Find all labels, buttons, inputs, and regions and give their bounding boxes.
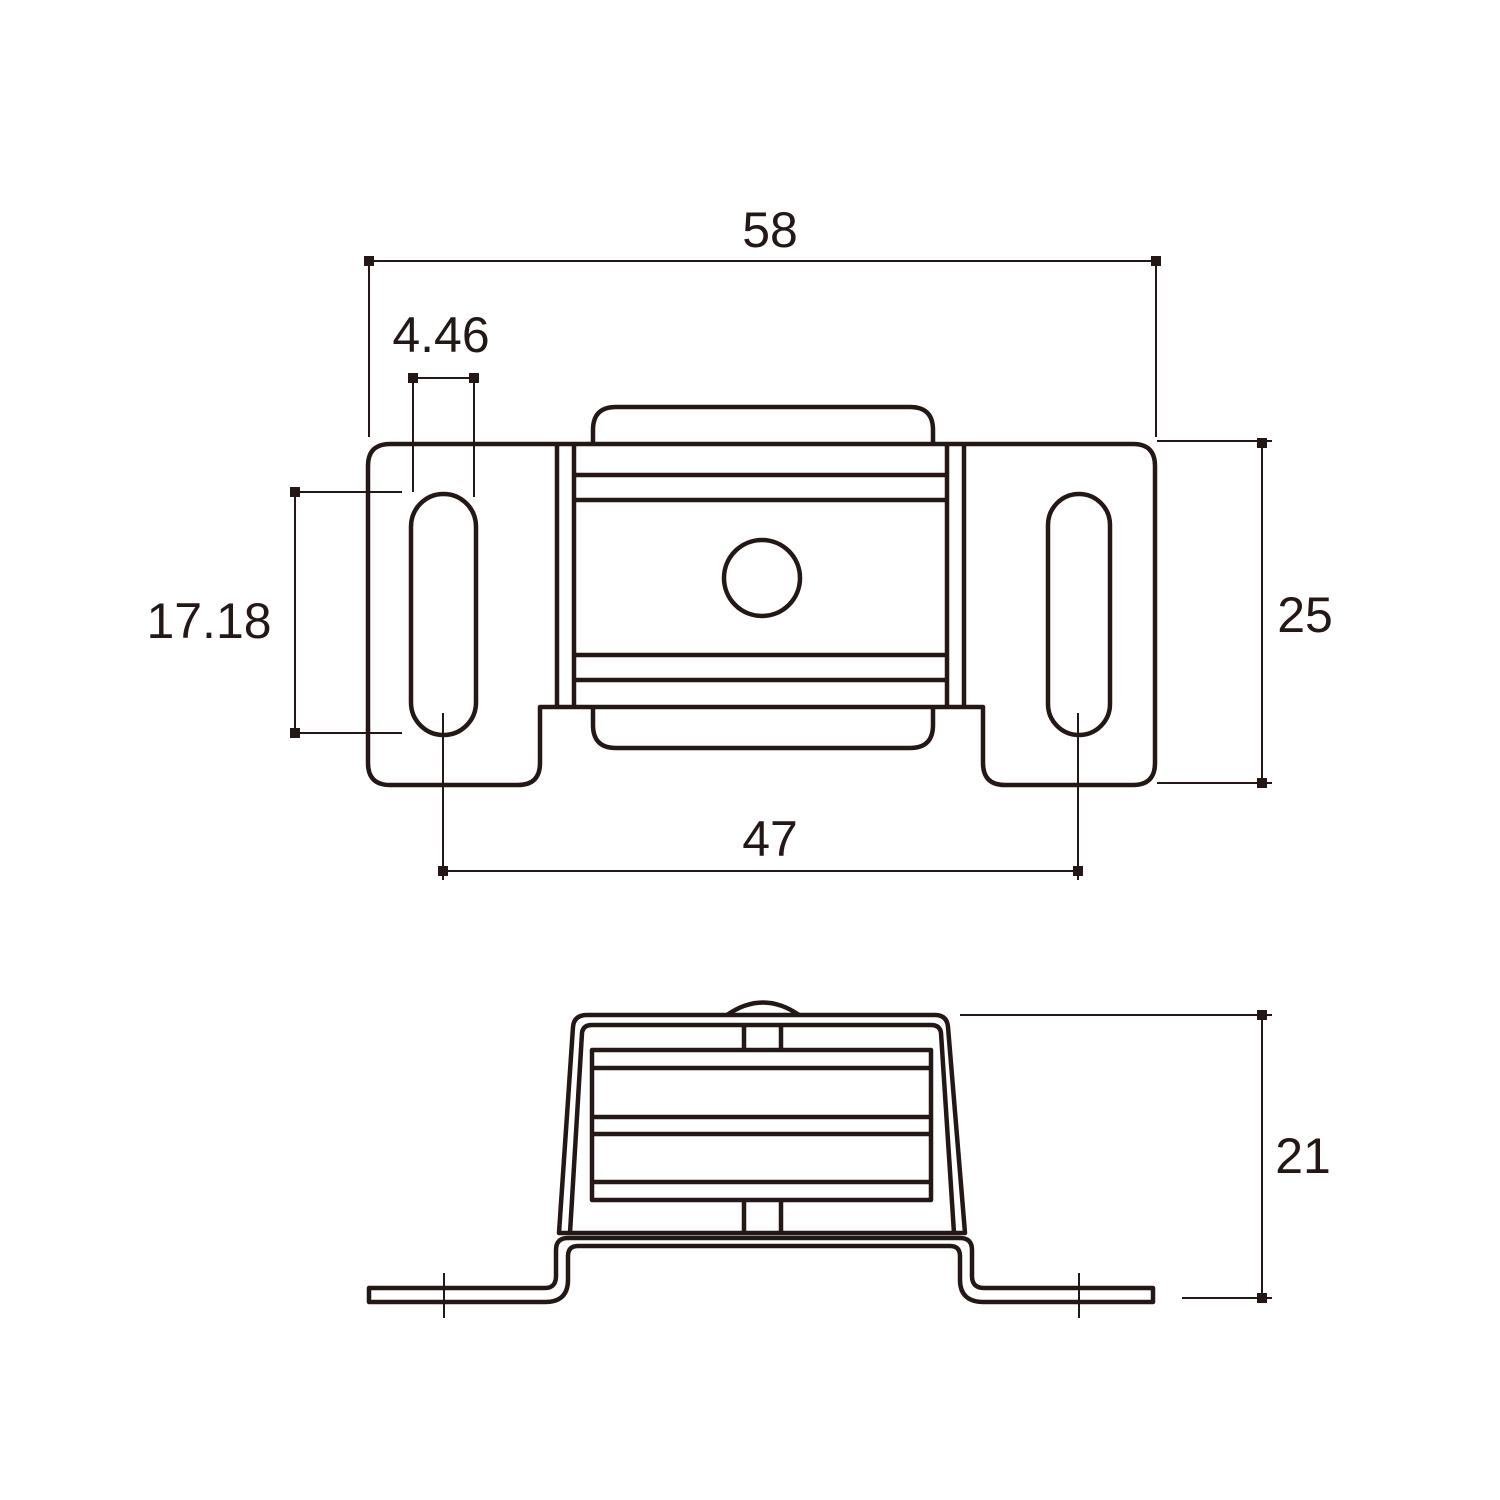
- mounting-plate-outline: [365, 441, 1158, 788]
- dimension-overall-width: 25: [1157, 438, 1333, 788]
- dimension-label-58: 58: [742, 202, 798, 258]
- dimension-slot-length: 17.18: [146, 487, 402, 738]
- mounting-slot-left: [408, 491, 479, 738]
- dimension-label-21: 21: [1275, 1128, 1331, 1184]
- center-pin-dome: [725, 1000, 801, 1017]
- dimension-overall-length: 58: [364, 202, 1161, 437]
- dimension-slot-width: 4.46: [392, 307, 490, 497]
- mounting-bracket: [366, 1235, 1156, 1305]
- dimension-label-47: 47: [742, 811, 798, 867]
- dimension-height: 21: [960, 1010, 1331, 1303]
- side-view: [366, 1000, 1156, 1318]
- dimension-label-25: 25: [1277, 587, 1333, 643]
- magnet-housing-bottom: [590, 707, 936, 751]
- magnet-housing-top: [590, 404, 936, 444]
- top-view: [365, 404, 1158, 788]
- housing-inner: [567, 1022, 957, 1234]
- housing-outer: [556, 1012, 968, 1236]
- dimension-label-4-46: 4.46: [392, 307, 489, 363]
- magnet-block: [589, 1047, 934, 1203]
- dimension-label-17-18: 17.18: [146, 593, 271, 649]
- mounting-slot-right: [1045, 491, 1113, 738]
- center-hole: [721, 537, 803, 619]
- dimension-hole-spacing: 47: [438, 713, 1083, 880]
